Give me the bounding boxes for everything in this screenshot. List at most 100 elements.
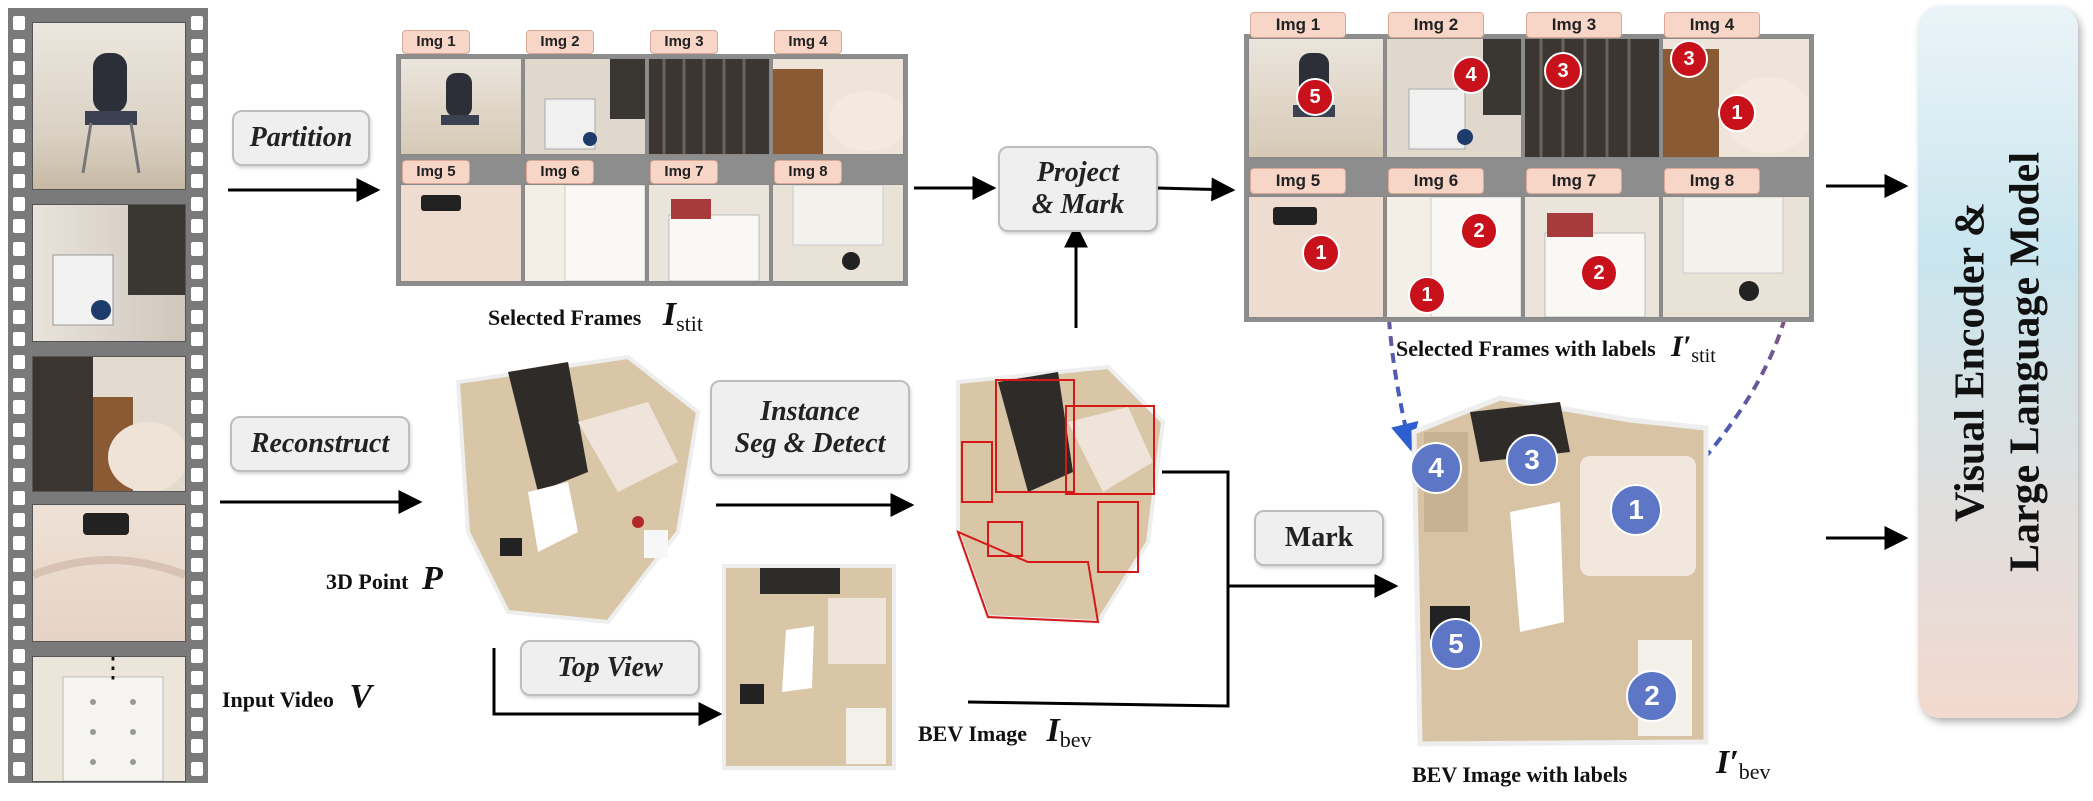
- film-sprocket: [191, 445, 203, 460]
- red-marker: 3: [1670, 40, 1708, 78]
- film-sprocket: [191, 61, 203, 76]
- top-view-label: Top View: [557, 651, 663, 683]
- selected-frame-tag-5: Img 5: [402, 160, 470, 184]
- video-frame-chair: [32, 22, 186, 190]
- video-frame-curtain: [32, 356, 186, 492]
- instance-seg-step: Instance Seg & Detect: [710, 380, 910, 476]
- red-marker: 1: [1408, 276, 1446, 314]
- film-sprocket: [13, 287, 25, 302]
- film-sprocket: [13, 490, 25, 505]
- selected-frame-tag-2: Img 2: [526, 30, 594, 54]
- point-cloud-3d: [455, 354, 701, 625]
- model-line1: Visual Encoder &: [1947, 202, 1994, 522]
- film-sprocket: [13, 264, 25, 279]
- film-ellipsis: ⋮: [99, 651, 127, 684]
- film-sprocket: [191, 219, 203, 234]
- arrow-topview-to-bev: [492, 648, 723, 726]
- selected-frames-caption: Selected Frames Istit: [488, 296, 703, 336]
- selected-frames-symbol: I: [662, 296, 677, 333]
- selected-frame-tag-4: Img 4: [774, 30, 842, 54]
- arrow-mark-to-bev: [1162, 470, 1399, 598]
- model-line2: Large Language Model: [2002, 152, 2048, 572]
- frame-img-5: [400, 184, 522, 282]
- blue-marker: 2: [1626, 670, 1678, 722]
- labeled-frames-caption: Selected Frames with labels I′stit: [1396, 330, 1716, 367]
- mark-label: Mark: [1284, 521, 1354, 553]
- red-marker: 2: [1580, 254, 1618, 292]
- selected-frames-subscript: stit: [676, 311, 703, 336]
- reconstruct-label: Reconstruct: [250, 427, 390, 459]
- labeled-frame-tag-7: Img 7: [1526, 168, 1622, 194]
- film-sprocket: [191, 38, 203, 53]
- film-sprocket: [13, 377, 25, 392]
- film-sprocket: [13, 38, 25, 53]
- bev-image-symbol: I: [1046, 712, 1060, 749]
- project-line1: Project: [1036, 156, 1120, 188]
- film-sprocket: [191, 603, 203, 618]
- film-sprocket: [13, 174, 25, 189]
- bev-labels-caption: BEV Image with labels: [1412, 762, 1627, 788]
- film-sprocket: [191, 626, 203, 641]
- film-sprocket: [191, 490, 203, 505]
- labeled-frame-tag-4: Img 4: [1664, 12, 1760, 38]
- film-sprocket: [13, 355, 25, 369]
- red-marker: 3: [1544, 52, 1582, 90]
- film-sprocket: [191, 558, 203, 573]
- point-cloud-symbol: P: [422, 560, 443, 597]
- selected-frame-tag-1: Img 1: [402, 30, 470, 54]
- film-sprocket: [191, 355, 203, 369]
- point-cloud-label: 3D Point: [326, 569, 409, 594]
- frame-img-2: [524, 58, 646, 155]
- instance-seg-line1: Instance: [760, 395, 860, 427]
- film-sprocket: [13, 242, 25, 256]
- bev-labels-label: BEV Image with labels: [1412, 762, 1628, 787]
- selected-frame-tag-7: Img 7: [650, 160, 718, 184]
- film-sprocket: [13, 16, 25, 30]
- instance-seg-line2: Seg & Detect: [734, 428, 886, 459]
- blue-marker: 1: [1610, 484, 1662, 536]
- detected-point-cloud: [956, 364, 1166, 625]
- film-sprocket: [191, 16, 203, 30]
- film-sprocket: [13, 513, 25, 528]
- partition-label: Partition: [249, 121, 353, 153]
- film-sprocket: [13, 219, 25, 234]
- film-sprocket: [191, 264, 203, 279]
- film-sprocket: [191, 739, 203, 754]
- film-sprocket: [191, 129, 203, 143]
- film-sprocket: [191, 106, 203, 121]
- film-sprocket: [191, 196, 203, 211]
- film-sprocket: [13, 535, 25, 550]
- project-mark-step: Project & Mark: [998, 146, 1158, 232]
- film-sprocket: [13, 83, 25, 98]
- labeled-frame-tag-2: Img 2: [1388, 12, 1484, 38]
- film-sprocket: [191, 242, 203, 256]
- labeled-frame-img-2: [1386, 38, 1522, 158]
- input-video-symbol: V: [349, 678, 373, 715]
- film-sprocket: [191, 174, 203, 189]
- labeled-frame-tag-5: Img 5: [1250, 168, 1346, 194]
- labeled-frame-tag-3: Img 3: [1526, 12, 1622, 38]
- film-sprocket: [13, 400, 25, 415]
- film-sprocket: [13, 558, 25, 573]
- film-sprocket: [191, 716, 203, 731]
- line-bev-to-mark: [967, 586, 1230, 708]
- film-sprocket: [191, 513, 203, 528]
- labeled-frame-tag-1: Img 1: [1250, 12, 1346, 38]
- film-sprocket: [13, 332, 25, 347]
- model-label: Visual Encoder & Large Language Model: [1943, 152, 2052, 572]
- labeled-frames-label: Selected Frames with labels: [1396, 336, 1656, 361]
- mark-step: Mark: [1254, 510, 1384, 566]
- video-frame-heater: [32, 204, 186, 342]
- labeled-frame-tag-6: Img 6: [1388, 168, 1484, 194]
- film-sprocket: [191, 694, 203, 708]
- film-sprocket: [13, 309, 25, 324]
- film-sprocket: [13, 581, 25, 595]
- film-sprocket: [13, 648, 25, 663]
- film-sprocket: [191, 377, 203, 392]
- input-video-filmstrip: ⋮: [8, 8, 208, 783]
- bev-image-label: BEV Image: [918, 721, 1027, 746]
- film-sprocket: [191, 671, 203, 686]
- selected-frame-tag-6: Img 6: [526, 160, 594, 184]
- arrow-project-to-labeled-frames: [1156, 177, 1236, 202]
- input-video-caption: Input Video V: [222, 678, 372, 716]
